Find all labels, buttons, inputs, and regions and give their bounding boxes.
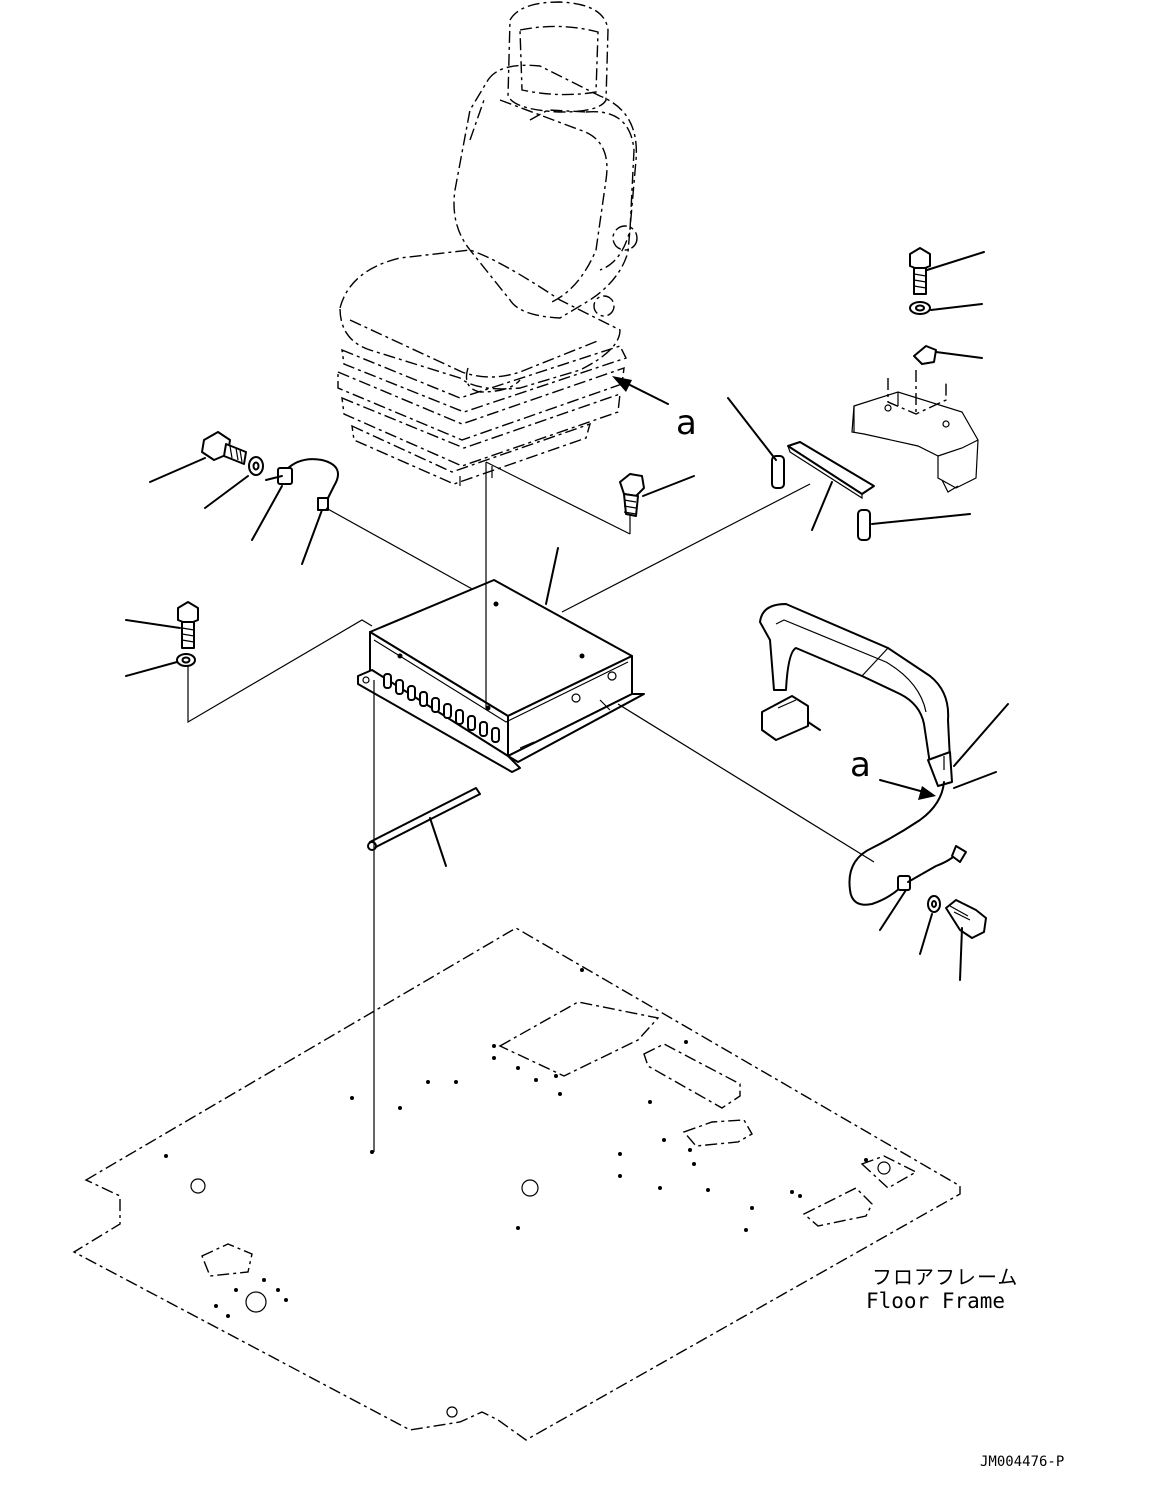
seat-belt	[759, 603, 1009, 906]
washer-upper-left	[204, 456, 264, 509]
seat-bracket-right	[851, 370, 979, 493]
callout-letter-a-top: a	[676, 403, 697, 443]
bolt-center	[619, 473, 695, 517]
bolt-upper-right	[909, 247, 985, 295]
operator-seat	[337, 1, 638, 486]
drawing-id: JM004476-P	[980, 1454, 1064, 1470]
support-rod	[367, 787, 481, 867]
floor-frame	[72, 927, 961, 1441]
bolt-lower-right	[945, 899, 987, 981]
floor-frame-label-en: Floor Frame	[866, 1289, 1005, 1313]
floor-frame-label-jp: フロアフレーム	[872, 1265, 1018, 1289]
controller-box	[357, 547, 645, 773]
bolt-upper-left	[149, 431, 247, 483]
controller-vents	[383, 673, 500, 743]
ground-wire-seat	[251, 458, 339, 565]
washer-middle-left	[125, 653, 196, 677]
callout-arrow-a-right: a	[850, 745, 936, 800]
clip-nut-upper-right	[913, 345, 983, 365]
spacer-bar	[787, 441, 875, 531]
floor-frame-label: フロアフレーム Floor Frame	[866, 1265, 1018, 1313]
leader-ground-wire-right	[879, 889, 907, 931]
pin-left	[727, 397, 785, 489]
pin-right	[857, 509, 971, 541]
assembly-line-left-seat	[325, 507, 475, 591]
washer-upper-right	[909, 301, 983, 315]
assembly-line-box-belt	[617, 703, 875, 863]
callout-letter-a-right: a	[850, 745, 871, 785]
bolt-middle-left	[125, 601, 199, 649]
callout-arrow-a-top: a	[612, 376, 697, 443]
assembly-line-seat-bolt	[485, 461, 631, 535]
assembly-line-bar-box	[561, 483, 811, 613]
assembly-line-left-box	[187, 619, 373, 724]
washer-lower-right	[919, 895, 941, 955]
